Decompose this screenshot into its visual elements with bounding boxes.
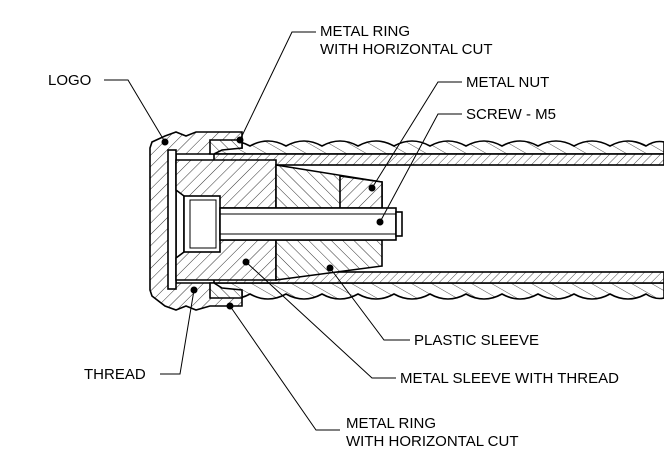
label-logo: LOGO [48, 72, 91, 89]
label-ring-bottom-line2: WITH HORIZONTAL CUT [346, 433, 519, 450]
label-thread: THREAD [84, 366, 146, 383]
label-ring-top-line1: METAL RING [320, 23, 410, 40]
label-metal-sleeve: METAL SLEEVE WITH THREAD [400, 370, 619, 387]
leader-lines [104, 31, 462, 431]
screw [219, 207, 403, 241]
labels: LOGO METAL RING WITH HORIZONTAL CUT META… [48, 23, 619, 450]
rope-sleeve-bottom [213, 282, 664, 300]
label-metal-nut: METAL NUT [466, 74, 549, 91]
rope-sleeve-top [213, 140, 664, 155]
metal-ring-bottom [209, 282, 243, 299]
label-ring-bottom-line1: METAL RING [346, 415, 436, 432]
label-plastic-sleeve: PLASTIC SLEEVE [414, 332, 539, 349]
leader-dots [161, 136, 384, 310]
label-screw: SCREW - M5 [466, 106, 556, 123]
metal-nut [339, 175, 383, 209]
label-ring-top-line2: WITH HORIZONTAL CUT [320, 41, 493, 58]
